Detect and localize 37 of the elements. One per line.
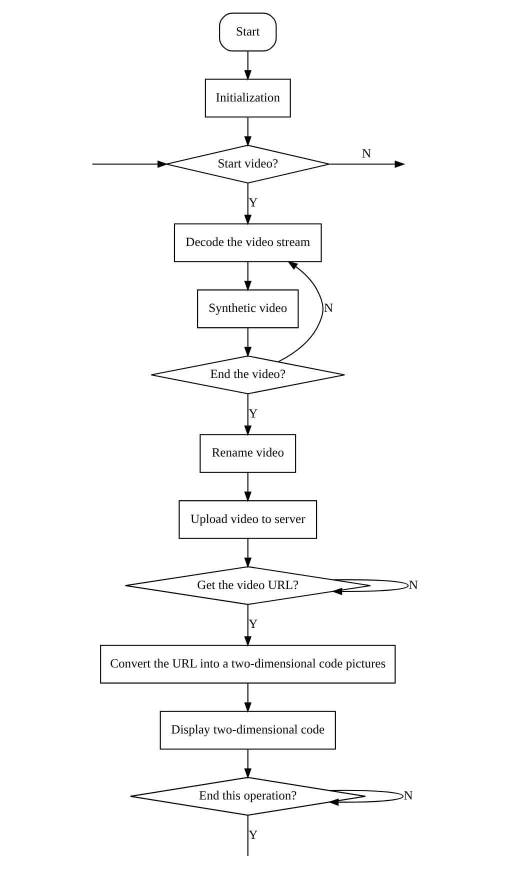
node-box: Convert the URL into a two-dimensional code pictures xyxy=(100,644,396,684)
edge-label: Y xyxy=(248,406,258,420)
arrow xyxy=(244,682,252,712)
arrow xyxy=(244,394,252,436)
edge-label: N xyxy=(404,788,413,802)
connector xyxy=(247,814,248,856)
node-box: Display two-dimensional code xyxy=(160,710,336,750)
node-box: Rename video xyxy=(200,434,296,472)
edge-label: Y xyxy=(248,195,258,210)
arrow xyxy=(244,472,252,502)
arrow xyxy=(244,182,252,225)
node-box: Upload video to server xyxy=(178,500,318,538)
arrow xyxy=(244,604,252,646)
arrow xyxy=(330,160,406,168)
arrow xyxy=(244,50,252,80)
edge-label: Y xyxy=(248,827,258,842)
arrow xyxy=(244,748,252,778)
arrow xyxy=(244,261,252,291)
node-box: Initialization xyxy=(204,78,291,117)
arrow xyxy=(332,578,409,595)
arrow xyxy=(328,789,404,806)
node-box: Start xyxy=(219,12,277,51)
node-diamond: End the video? xyxy=(150,354,346,394)
node-box: Synthetic video xyxy=(197,288,299,328)
node-diamond: Get the video URL? xyxy=(124,566,371,604)
arrow xyxy=(278,260,324,362)
node-diamond: End this operation? xyxy=(130,776,366,816)
edge-label: N xyxy=(408,577,418,592)
edge-label: N xyxy=(324,300,334,315)
edge-label: Y xyxy=(248,616,258,631)
arrow xyxy=(244,328,252,357)
node-diamond: Start video? xyxy=(166,144,330,184)
edge-label: N xyxy=(362,146,372,160)
arrow xyxy=(244,538,252,568)
node-box: Decode the video stream xyxy=(174,222,322,262)
arrow xyxy=(92,160,168,168)
arrow xyxy=(244,116,252,146)
